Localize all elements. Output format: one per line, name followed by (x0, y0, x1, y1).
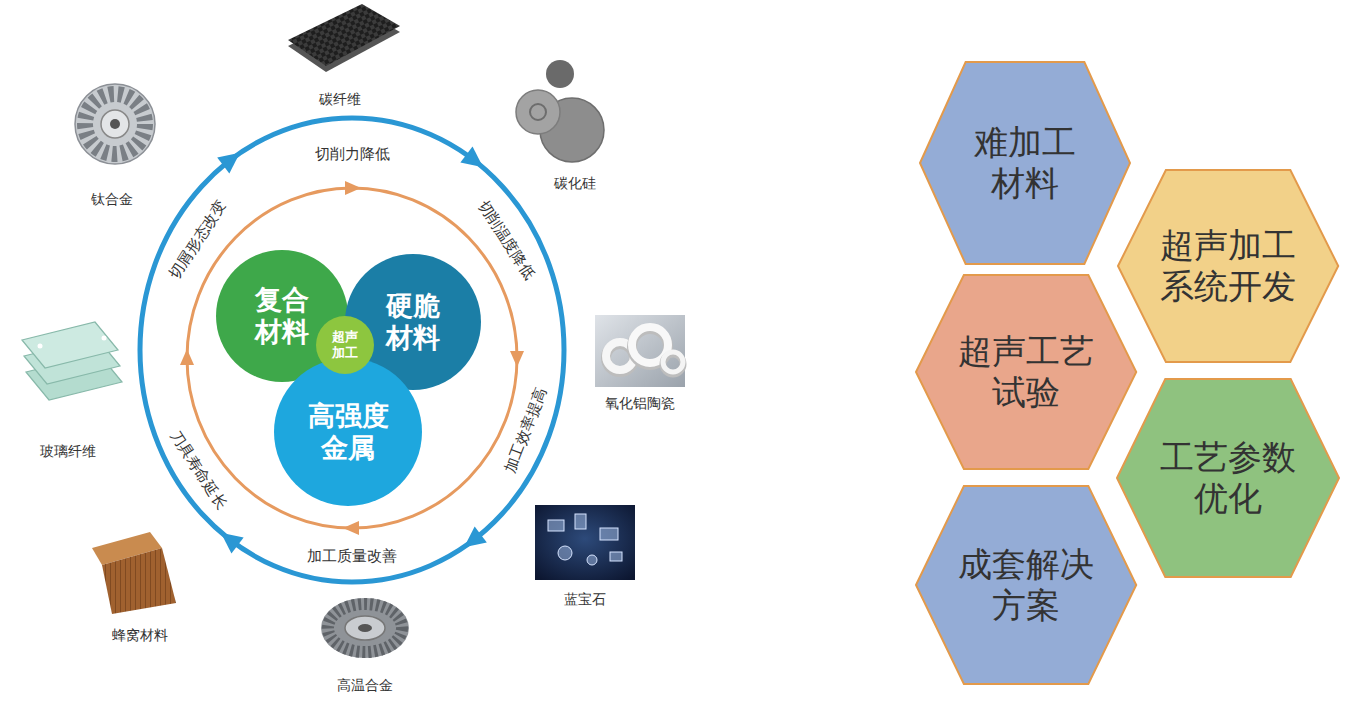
disc (546, 60, 574, 88)
crystal (558, 546, 572, 560)
sapphire-photo (535, 505, 635, 580)
hexagon-fill (1117, 379, 1339, 577)
turbine-disk (321, 598, 409, 658)
hexagon-cell: 成套解决 方案 (915, 485, 1137, 685)
turbine-bore (358, 624, 372, 632)
impeller-disk (75, 84, 155, 164)
impeller-blades (85, 94, 145, 154)
material-label: 蜂窝材料 (112, 627, 168, 645)
inner-ring-line (187, 188, 517, 528)
ring-arrowhead (343, 521, 359, 535)
node-label: 超声 加工 (332, 329, 358, 360)
benefit-label: 加工效率提高 (501, 385, 551, 476)
node-label: 工艺参数 优化 (1160, 437, 1296, 519)
block-front (102, 548, 176, 614)
ring-arrowhead (180, 349, 194, 365)
ring-arrowhead (345, 181, 361, 195)
material-label: 蓝宝石 (564, 591, 606, 609)
turbine-hub (345, 616, 385, 640)
turbine-blades (328, 604, 402, 652)
photo-ground (595, 315, 685, 387)
node-label: 高强度 金属 (308, 400, 389, 465)
hexagon-fill (916, 275, 1136, 469)
titanium-impeller-photo (75, 84, 155, 164)
outer-ring (140, 118, 564, 582)
node-label: 复合 材料 (255, 284, 309, 349)
plate-face (288, 4, 400, 66)
outer-ring-line (140, 118, 564, 582)
benefit-label: 加工质量改善 (307, 547, 397, 566)
hexagon-cell: 难加工 材料 (919, 61, 1131, 265)
hexagon-fill (1118, 170, 1338, 362)
ring-arrowhead (510, 351, 524, 367)
core-circle: 超声 加工 (316, 316, 374, 374)
circle-fill (316, 316, 374, 374)
circle-fill (274, 358, 422, 506)
crystal (575, 514, 586, 529)
ring-arrowhead (217, 145, 246, 174)
material-label: 碳纤维 (319, 91, 361, 109)
ring-arrowhead (460, 147, 489, 176)
node-label: 超声工艺 试验 (958, 331, 1094, 413)
disc (516, 90, 560, 134)
crystal (587, 555, 597, 565)
material-label: 玻璃纤维 (40, 443, 96, 461)
superalloy-disk-photo (321, 598, 409, 658)
crystal (600, 528, 618, 540)
hexagon-cell: 超声加工 系统开发 (1117, 169, 1339, 363)
node-label: 硬脆 材料 (386, 290, 440, 355)
impeller-bore (110, 119, 120, 129)
impeller-hub (101, 110, 129, 138)
sheet-hole (38, 344, 43, 349)
silicon-carbide-photo (516, 60, 604, 162)
node-label: 难加工 材料 (974, 122, 1076, 204)
honeycomb-photo (92, 532, 176, 614)
alumina-ceramic-photo (595, 315, 685, 387)
material-label: 钛合金 (91, 191, 133, 209)
material-label: 氧化铝陶瓷 (605, 395, 675, 413)
sheet-hole (102, 336, 107, 341)
node-label: 成套解决 方案 (958, 544, 1094, 626)
disc-ring (530, 104, 546, 120)
hexagon-cell: 工艺参数 优化 (1116, 378, 1340, 578)
hexagon-fill (920, 62, 1130, 264)
inner-ring (180, 181, 524, 535)
hexagon-fill (916, 486, 1136, 684)
crystal (610, 552, 622, 561)
ring-arrowhead (458, 527, 487, 556)
sheet (22, 322, 118, 368)
carbon-fiber-photo (288, 4, 400, 72)
benefit-label: 切削温度降低 (474, 197, 539, 283)
node-label: 超声加工 系统开发 (1160, 225, 1296, 307)
material-label: 碳化硅 (554, 175, 596, 193)
hexagon-cell: 超声工艺 试验 (915, 274, 1137, 470)
benefit-label: 刀具寿命延长 (166, 427, 231, 513)
material-label: 高温合金 (337, 677, 393, 695)
photo-ground (535, 505, 635, 580)
ceramic-ring (663, 352, 683, 372)
crystal (548, 520, 564, 531)
ring-arrowhead (215, 525, 244, 554)
material-circle: 高强度 金属 (274, 358, 422, 506)
benefit-label: 切屑形态改变 (166, 197, 231, 283)
benefit-label: 切削力降低 (315, 145, 390, 164)
glass-fiber-photo (22, 322, 122, 400)
